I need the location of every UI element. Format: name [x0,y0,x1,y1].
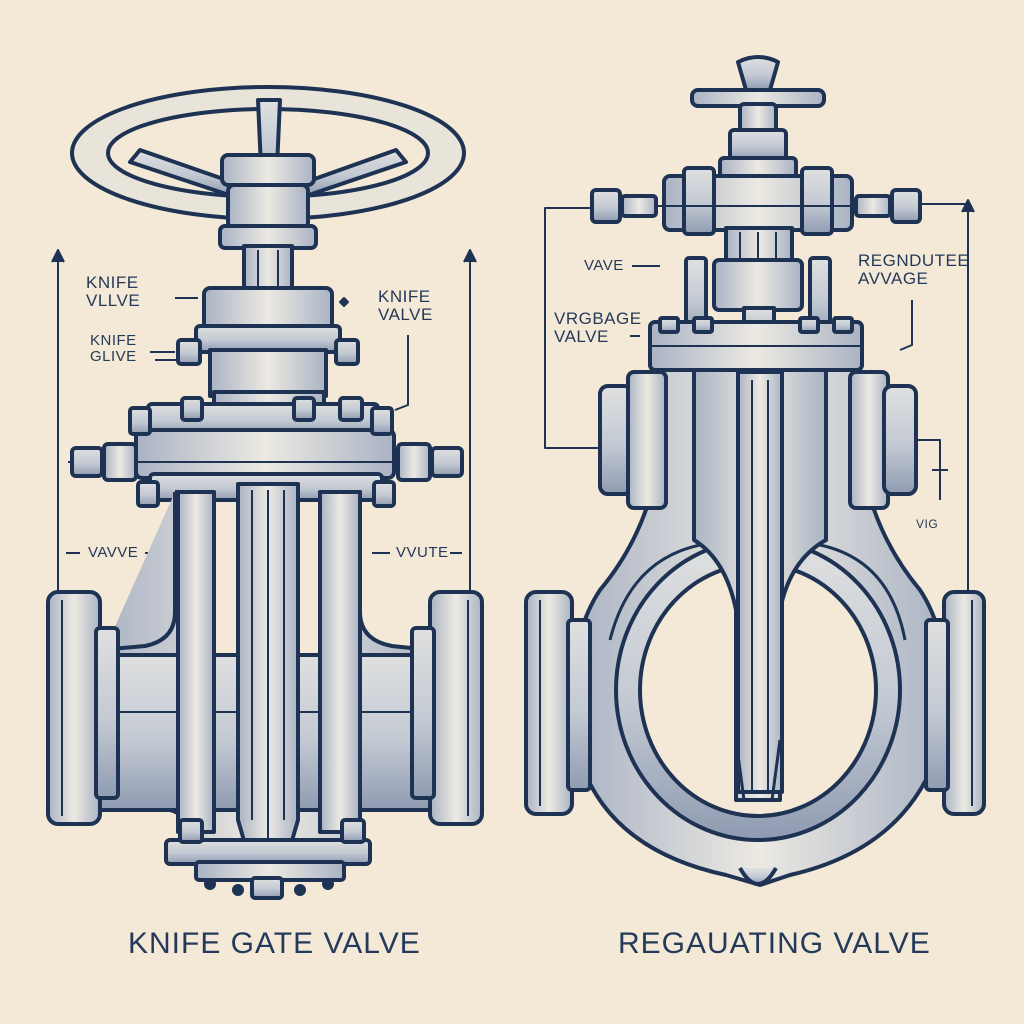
label-vavve: VAVVE [88,544,139,561]
caption-regauating-valve: REGAUATING VALVE [618,927,931,960]
label-vig: VIG [916,517,939,531]
left-end-flanges [46,590,484,826]
handwheel-icon [70,85,466,250]
label-vave: VAVE [584,257,624,274]
regulating-valve [524,55,986,887]
actuator-yoke [590,166,922,340]
regulating-bonnet-flange [648,316,864,372]
label-knife-valve-upper-right: KNIFE VALVE [378,287,433,324]
regulating-valve-body [571,368,947,887]
tee-handle-icon [690,55,826,182]
caption-knife-gate-valve: KNIFE GATE VALVE [128,927,421,960]
label-regndutee-avvage: REGNDUTEE AVVAGE [858,251,970,288]
knife-gate-valve [46,85,484,900]
label-vvute: VVUTE [396,544,449,561]
bonnet [176,286,360,422]
label-knife-glive: KNIFE GLIVE [90,332,137,365]
label-knife-valve-upper-left: KNIFE VLLVE [86,273,141,310]
right-end-flanges [524,590,986,816]
valve-body [98,482,432,900]
label-vrgbage-valve: VRGBAGE VALVE [554,309,642,346]
